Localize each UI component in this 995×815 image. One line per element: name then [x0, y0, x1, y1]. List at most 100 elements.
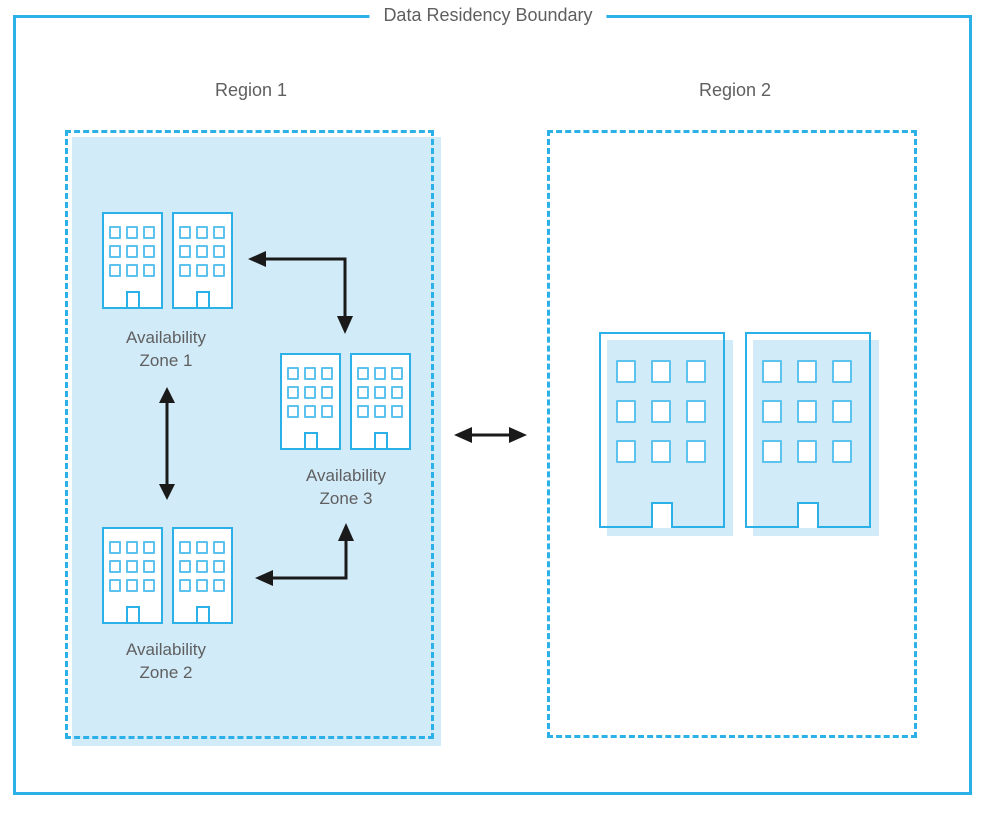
building-window — [304, 405, 316, 418]
availability-zone-3-label: Availability Zone 3 — [306, 464, 386, 510]
region-1-label: Region 1 — [214, 80, 288, 100]
building-window — [321, 386, 333, 399]
building-door-icon — [651, 502, 673, 528]
building-window — [179, 226, 191, 239]
building-window — [213, 226, 225, 239]
building-window — [797, 440, 817, 463]
building-window — [391, 386, 403, 399]
building-windows — [109, 541, 155, 592]
az2-building-icon — [172, 527, 233, 624]
building-window — [832, 400, 852, 423]
az1-building-icon — [172, 212, 233, 309]
building-window — [196, 579, 208, 592]
building-window — [391, 367, 403, 380]
building-window — [179, 579, 191, 592]
building-window — [109, 579, 121, 592]
building-window — [762, 360, 782, 383]
building-window — [321, 405, 333, 418]
building-window — [109, 541, 121, 554]
building-window — [321, 367, 333, 380]
az3-label-line1: Availability — [305, 466, 387, 485]
az2-label-line2: Zone 2 — [139, 663, 193, 682]
region-1-dashed-border — [65, 130, 434, 739]
building-windows — [179, 541, 225, 592]
building-window — [126, 579, 138, 592]
az1-label-line2: Zone 1 — [139, 351, 193, 370]
building-door-icon — [373, 432, 388, 448]
building-window — [374, 386, 386, 399]
building-window — [213, 560, 225, 573]
building-window — [213, 264, 225, 277]
az2-building-icon — [102, 527, 163, 624]
building-windows — [616, 360, 706, 463]
building-windows — [762, 360, 852, 463]
availability-zone-1-label: Availability Zone 1 — [126, 326, 206, 372]
az3-building-icon — [350, 353, 411, 450]
building-windows — [109, 226, 155, 277]
building-window — [109, 245, 121, 258]
availability-zone-2-label: Availability Zone 2 — [126, 638, 206, 684]
building-window — [143, 264, 155, 277]
az2-label-line1: Availability — [125, 640, 207, 659]
data-residency-boundary-title: Data Residency Boundary — [369, 4, 607, 26]
building-window — [797, 400, 817, 423]
building-window — [287, 367, 299, 380]
building-window — [686, 400, 706, 423]
building-window — [196, 560, 208, 573]
building-window — [213, 579, 225, 592]
building-window — [196, 245, 208, 258]
building-door-icon — [125, 291, 140, 307]
building-window — [179, 541, 191, 554]
building-window — [126, 245, 138, 258]
building-window — [391, 405, 403, 418]
building-window — [616, 440, 636, 463]
building-door-icon — [303, 432, 318, 448]
az3-building-icon — [280, 353, 341, 450]
building-window — [126, 560, 138, 573]
building-window — [374, 405, 386, 418]
building-window — [213, 541, 225, 554]
building-door-icon — [797, 502, 819, 528]
region-2-dashed-border — [547, 130, 917, 738]
building-window — [304, 367, 316, 380]
region-2-label: Region 2 — [698, 80, 772, 100]
region-2-building-icon — [599, 332, 733, 536]
building-door-icon — [195, 606, 210, 622]
building-window — [616, 360, 636, 383]
building-window — [832, 360, 852, 383]
az3-label-line2: Zone 3 — [319, 489, 373, 508]
building-window — [304, 386, 316, 399]
building-window — [143, 579, 155, 592]
building-windows — [357, 367, 403, 418]
building-window — [287, 386, 299, 399]
building-window — [126, 541, 138, 554]
building-window — [374, 367, 386, 380]
building-window — [287, 405, 299, 418]
building-window — [616, 400, 636, 423]
building-window — [196, 541, 208, 554]
building-window — [196, 264, 208, 277]
building-window — [143, 541, 155, 554]
az1-label-line1: Availability — [125, 328, 207, 347]
building-windows — [287, 367, 333, 418]
building-window — [179, 245, 191, 258]
building-window — [179, 264, 191, 277]
building-window — [357, 405, 369, 418]
building-window — [762, 400, 782, 423]
building-window — [143, 245, 155, 258]
building-window — [109, 264, 121, 277]
building-windows — [179, 226, 225, 277]
building-window — [357, 367, 369, 380]
building-window — [179, 560, 191, 573]
building-window — [686, 440, 706, 463]
building-window — [143, 226, 155, 239]
building-window — [686, 360, 706, 383]
building-window — [109, 226, 121, 239]
building-window — [126, 226, 138, 239]
az1-building-icon — [102, 212, 163, 309]
building-window — [196, 226, 208, 239]
building-window — [651, 440, 671, 463]
building-window — [762, 440, 782, 463]
building-window — [651, 360, 671, 383]
